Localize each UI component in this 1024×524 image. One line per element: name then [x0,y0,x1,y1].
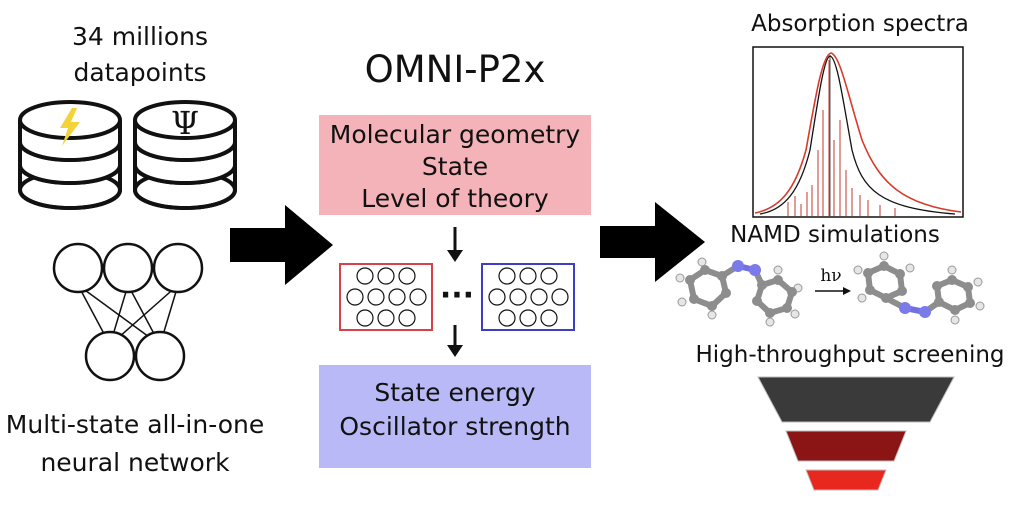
photon-arrow-icon [815,287,851,295]
spectra-title: Absorption spectra [751,11,969,37]
nn-node [134,330,186,382]
funnel-stage-3 [805,469,887,491]
arrow-down-icon [447,227,463,262]
arrow-down-icon [447,325,463,357]
namd-title: NAMD simulations [730,222,940,248]
photon-label: hν [820,266,841,286]
funnel-stage-2 [785,430,907,462]
nn-node [84,330,136,382]
dataset-size-label: 34 millions [71,22,209,51]
arrow-right-icon [230,205,333,285]
nn-node [52,242,104,294]
model-title: OMNI-P2x [364,48,546,91]
input-box [319,115,591,215]
database-energy-icon [18,100,122,210]
molecule-cis-image [675,257,803,327]
nn-caption-line2: neural network [40,448,230,477]
molecule-trans-image [853,251,985,325]
funnel-stage-1 [757,376,955,423]
spectra-plot-frame [752,46,964,218]
input-level-of-theory: Level of theory [361,184,549,213]
output-oscillator-strength: Oscillator strength [339,412,571,441]
lightning-icon [60,108,80,146]
nn-node [102,242,154,294]
output-state-energy: State energy [374,378,536,407]
input-molecular-geometry: Molecular geometry [329,120,581,149]
dataset-unit-label: datapoints [73,58,207,87]
spectrum-curve-red [754,52,962,214]
spectrum-curve-black [759,55,956,215]
input-state: State [421,152,489,181]
output-box [319,365,591,468]
nn-node [152,242,204,294]
ellipsis: ··· [440,278,474,313]
arrow-right-icon [600,202,705,282]
screening-title: High-throughput screening [695,342,1005,368]
database-psi-icon [133,100,237,210]
nn-caption-line1: Multi-state all-in-one [5,410,265,439]
psi-symbol: Ψ [171,104,199,142]
stick-spectrum [787,60,896,216]
